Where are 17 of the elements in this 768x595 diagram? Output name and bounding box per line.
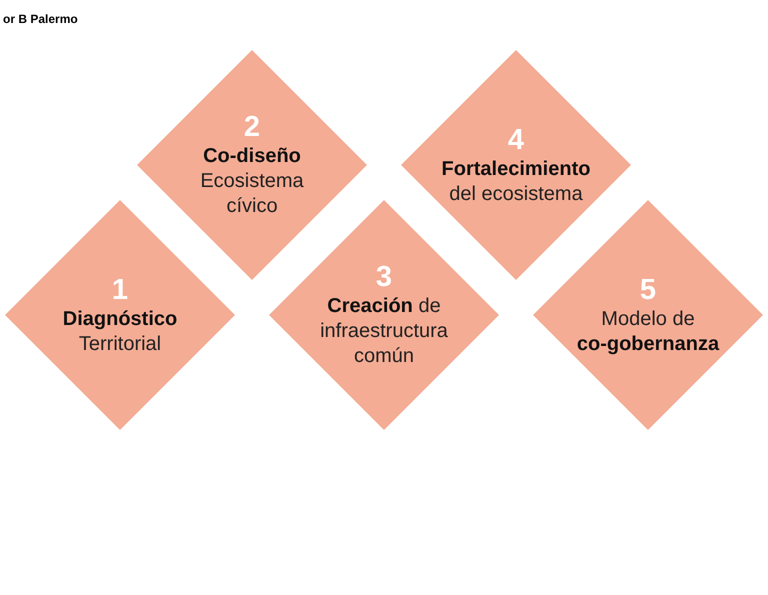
step-description: Ecosistema cívico: [199, 169, 305, 219]
step-diamond: [401, 50, 631, 280]
step-number: 1: [112, 274, 128, 306]
step-number: 2: [244, 111, 260, 144]
step-description: Territorial: [78, 332, 162, 356]
step-number: 3: [376, 261, 392, 294]
step-title: Fortalecimiento: [442, 156, 590, 182]
step-number: 5: [640, 274, 656, 306]
step-diamond: [533, 200, 763, 430]
step-description: Creación de infraestructura común: [319, 294, 449, 369]
step-title: Co-diseño: [203, 144, 301, 169]
header-text: or B Palermo: [3, 12, 78, 26]
step-description: del ecosistema: [449, 182, 583, 206]
step-description: Modelo de co-gobernanza: [576, 306, 720, 356]
step-diamond: [137, 50, 367, 280]
step-number: 4: [508, 124, 524, 156]
step-title: Diagnóstico: [62, 306, 178, 332]
